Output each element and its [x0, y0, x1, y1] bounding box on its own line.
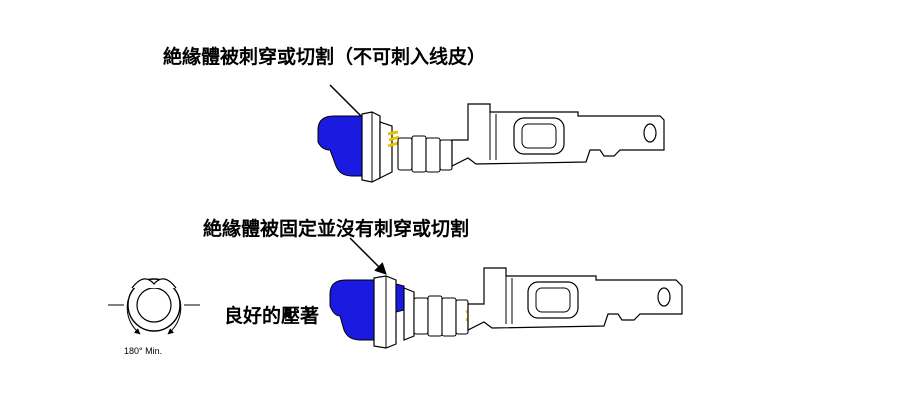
secure-pointer-arrow — [349, 237, 387, 275]
barrel-body-top — [379, 121, 393, 179]
contact-window-bottom — [527, 281, 579, 319]
contact-window-top — [513, 117, 565, 155]
angle-arrow-left — [126, 299, 141, 335]
secured-insulation-caption: 絶緣體被固定並沒有刺穿或切割 — [203, 218, 470, 240]
conductor-crimp-bottom — [413, 295, 469, 337]
insulation-barrel-top — [361, 111, 381, 183]
barrel-body-bottom — [403, 287, 415, 341]
good-crimp-terminal — [329, 237, 683, 349]
lock-hole-top — [643, 123, 657, 143]
good-crimp-caption: 良好的壓著 — [224, 305, 320, 327]
insulation-top — [317, 115, 369, 177]
cross-section-view — [108, 278, 200, 335]
pierced-insulation-caption: 絶緣體被刺穿或切割（不可刺入线皮） — [163, 46, 487, 68]
crimp-curl — [131, 278, 177, 289]
bad-crimp-terminal — [317, 84, 665, 183]
lock-hole-bottom — [657, 287, 671, 307]
angle-arrow-right — [167, 299, 182, 335]
insulation-barrel-bottom — [373, 275, 397, 349]
insulation-bottom — [329, 279, 377, 341]
conductor-crimp-top — [397, 135, 453, 173]
insulation-under-barrel — [395, 283, 405, 313]
crimp-inner-circle — [136, 287, 172, 323]
angle-label: 180° Min. — [124, 346, 163, 356]
